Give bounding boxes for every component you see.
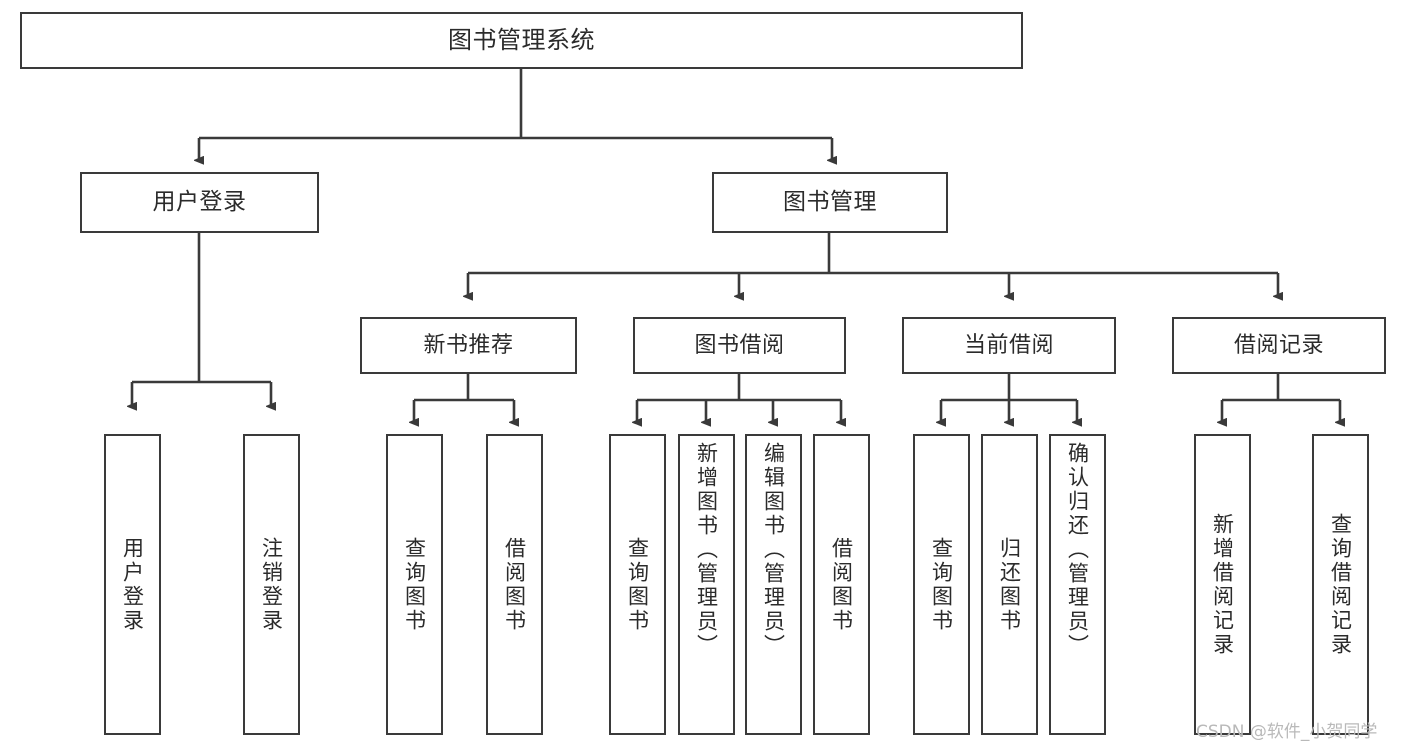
leaf-logout[interactable]: 注销登录 [243,434,300,735]
leaf-query-book-2[interactable]: 查询图书 [609,434,666,735]
node-book-borrow[interactable]: 图书借阅 [633,317,846,374]
leaf-edit-book-admin-label: 编辑图书（管理员） [761,442,786,658]
leaf-query-book-3-label: 查询图书 [929,536,954,633]
leaf-borrow-book-2-label: 借阅图书 [829,536,854,633]
leaf-confirm-return-admin-label: 确认归还（管理员） [1065,442,1090,658]
node-borrow-records-label: 借阅记录 [1233,332,1324,358]
node-current-borrow[interactable]: 当前借阅 [902,317,1116,374]
node-current-borrow-label: 当前借阅 [963,332,1054,358]
node-root-label: 图书管理系统 [448,25,595,54]
leaf-confirm-return-admin[interactable]: 确认归还（管理员） [1049,434,1106,735]
leaf-query-book-1-label: 查询图书 [402,536,427,633]
leaf-borrow-book-1[interactable]: 借阅图书 [486,434,543,735]
leaf-edit-book-admin[interactable]: 编辑图书（管理员） [745,434,802,735]
leaf-user-login-label: 用户登录 [120,536,145,633]
leaf-query-book-1[interactable]: 查询图书 [386,434,443,735]
leaf-add-borrow-record[interactable]: 新增借阅记录 [1194,434,1251,735]
node-book-borrow-label: 图书借阅 [694,332,785,358]
leaf-add-book-admin-label: 新增图书（管理员） [694,442,719,658]
leaf-return-book-label: 归还图书 [997,536,1022,633]
node-borrow-records[interactable]: 借阅记录 [1172,317,1386,374]
leaf-user-login[interactable]: 用户登录 [104,434,161,735]
leaf-logout-label: 注销登录 [259,536,284,633]
leaf-query-book-2-label: 查询图书 [625,536,650,633]
leaf-borrow-book-1-label: 借阅图书 [502,536,527,633]
node-root[interactable]: 图书管理系统 [20,12,1023,69]
leaf-query-borrow-record[interactable]: 查询借阅记录 [1312,434,1369,735]
node-user-login[interactable]: 用户登录 [80,172,319,233]
leaf-query-book-3[interactable]: 查询图书 [913,434,970,735]
leaf-add-book-admin[interactable]: 新增图书（管理员） [678,434,735,735]
leaf-return-book[interactable]: 归还图书 [981,434,1038,735]
node-user-login-label: 用户登录 [152,189,247,216]
node-book-management-label: 图书管理 [783,189,877,216]
node-new-book-recommend[interactable]: 新书推荐 [360,317,577,374]
node-new-book-recommend-label: 新书推荐 [423,332,514,358]
watermark: CSDN @软件_小贺同学 [1196,722,1378,742]
leaf-add-borrow-record-label: 新增借阅记录 [1210,512,1235,657]
leaf-query-borrow-record-label: 查询借阅记录 [1328,512,1353,657]
leaf-borrow-book-2[interactable]: 借阅图书 [813,434,870,735]
node-book-management[interactable]: 图书管理 [712,172,948,233]
